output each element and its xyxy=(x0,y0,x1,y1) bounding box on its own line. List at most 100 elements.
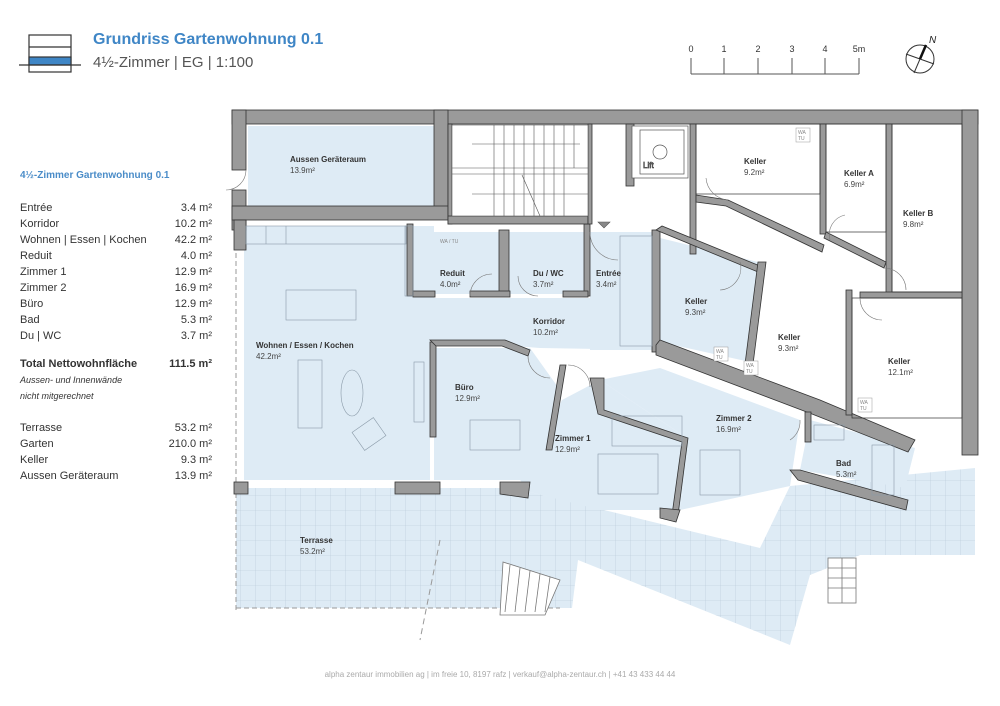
room-label-zimmer2: Zimmer 2 xyxy=(716,414,752,423)
lift: Lift xyxy=(631,125,689,179)
area-row-value: 10.2 m² xyxy=(174,218,212,230)
total-area-row: Total Nettowohnfläche 111.5 m² xyxy=(20,356,212,372)
walls xyxy=(231,109,979,523)
extra-area-name: Aussen Geräteraum xyxy=(20,470,119,482)
room-label-kellerB: Keller B xyxy=(903,209,933,218)
scale-bar-ruler xyxy=(690,58,860,75)
room-area-buero: 12.9m² xyxy=(455,394,480,403)
area-row-name: Entrée xyxy=(20,202,53,214)
room-area-reduit: 4.0m² xyxy=(440,280,461,289)
side-stairs xyxy=(827,557,857,604)
area-row-name: Zimmer 2 xyxy=(20,282,67,294)
extra-area-value: 9.3 m² xyxy=(180,454,212,466)
room-label-terrasse: Terrasse xyxy=(300,536,333,545)
scale-label-5: 5m xyxy=(852,44,866,54)
room-label-keller4: Keller xyxy=(888,357,910,366)
compass-icon: N xyxy=(905,35,937,74)
room-area-zimmer2: 16.9m² xyxy=(716,425,741,434)
room-label-keller3: Keller xyxy=(778,333,800,342)
scale-bar: 0 1 2 3 4 5m xyxy=(686,44,866,76)
room-area-zimmer1: 12.9m² xyxy=(555,445,580,454)
svg-text:WA: WA xyxy=(716,349,725,355)
keller-outlines xyxy=(695,123,963,419)
svg-text:TU: TU xyxy=(716,355,723,361)
room-label-kellerA: Keller A xyxy=(844,169,874,178)
room-area-korridor: 10.2m² xyxy=(533,328,558,337)
extra-area-value: 210.0 m² xyxy=(168,438,212,450)
room-area-geraeteraum: 13.9m² xyxy=(290,166,315,175)
room-label-keller2: Keller xyxy=(685,297,707,306)
furniture xyxy=(245,225,895,496)
area-note-line2: nicht mitgerechnet xyxy=(20,391,94,401)
area-row: Du | WC 3.7 m² xyxy=(20,328,212,344)
area-row-value: 12.9 m² xyxy=(174,266,212,278)
room-label-zimmer1: Zimmer 1 xyxy=(555,434,591,443)
extra-area-row: Terrasse 53.2 m² xyxy=(20,420,212,436)
room-label-buero: Büro xyxy=(455,383,474,392)
extra-area-row: Garten 210.0 m² xyxy=(20,436,212,452)
total-area-value: 111.5 m² xyxy=(169,358,212,370)
room-area-kellerB: 9.8m² xyxy=(903,220,924,229)
extra-area-name: Garten xyxy=(20,438,54,450)
area-row: Zimmer 2 16.9 m² xyxy=(20,280,212,296)
room-fills xyxy=(244,126,915,510)
area-row-name: Korridor xyxy=(20,218,60,230)
svg-text:WA: WA xyxy=(798,130,807,136)
extra-area-name: Terrasse xyxy=(20,422,63,434)
area-note-line1: Aussen- und Innenwände xyxy=(20,375,123,385)
room-area-keller4: 12.1m² xyxy=(888,368,913,377)
garden-stairs xyxy=(499,561,561,616)
room-label-entree: Entrée xyxy=(596,269,621,278)
area-row-name: Wohnen | Essen | Kochen xyxy=(20,234,147,246)
room-area-duwc: 3.7m² xyxy=(533,280,554,289)
room-area-wohnen: 42.2m² xyxy=(256,352,281,361)
room-label-keller1: Keller xyxy=(744,157,766,166)
extra-area-value: 13.9 m² xyxy=(174,470,212,482)
room-label-geraeteraum: Aussen Geräteraum xyxy=(290,155,366,164)
svg-text:WA / TU: WA / TU xyxy=(440,239,459,245)
terrace-area xyxy=(235,245,975,645)
area-row-value: 4.0 m² xyxy=(180,250,212,262)
svg-text:TU: TU xyxy=(860,406,867,412)
svg-text:WA: WA xyxy=(746,363,755,369)
room-label-duwc: Du / WC xyxy=(533,269,564,278)
room-label-korridor: Korridor xyxy=(533,317,565,326)
scale-label-4: 4 xyxy=(822,44,828,54)
scale-label-2: 2 xyxy=(755,44,761,54)
area-row-name: Reduit xyxy=(20,250,52,262)
area-row-name: Du | WC xyxy=(20,330,62,342)
area-row: Korridor 10.2 m² xyxy=(20,216,212,232)
area-row-name: Bad xyxy=(20,314,40,326)
scale-label-1: 1 xyxy=(721,44,727,54)
room-label-bad: Bad xyxy=(836,459,851,468)
room-label-wohnen: Wohnen / Essen / Kochen xyxy=(256,341,354,350)
room-labels: Aussen Geräteraum 13.9m² Wohnen / Essen … xyxy=(256,155,933,556)
area-row-value: 16.9 m² xyxy=(174,282,212,294)
area-row-value: 12.9 m² xyxy=(174,298,212,310)
room-area-keller1: 9.2m² xyxy=(744,168,765,177)
room-area-entree: 3.4m² xyxy=(596,280,617,289)
floor-level-icon xyxy=(19,34,81,73)
room-area-kellerA: 6.9m² xyxy=(844,180,865,189)
room-area-bad: 5.3m² xyxy=(836,470,857,479)
scale-label-3: 3 xyxy=(789,44,795,54)
svg-text:TU: TU xyxy=(798,136,805,142)
north-compass: N xyxy=(903,32,943,74)
area-row-value: 3.7 m² xyxy=(180,330,212,342)
svg-text:WA: WA xyxy=(860,400,869,406)
area-row: Bad 5.3 m² xyxy=(20,312,212,328)
total-area-name: Total Nettowohnfläche xyxy=(20,358,138,370)
area-row: Reduit 4.0 m² xyxy=(20,248,212,264)
area-row-value: 5.3 m² xyxy=(180,314,212,326)
extra-area-value: 53.2 m² xyxy=(174,422,212,434)
area-row-value: 42.2 m² xyxy=(174,234,212,246)
room-area-terrasse: 53.2m² xyxy=(300,547,325,556)
page-subtitle: 4½-Zimmer | EG | 1:100 xyxy=(93,54,254,71)
